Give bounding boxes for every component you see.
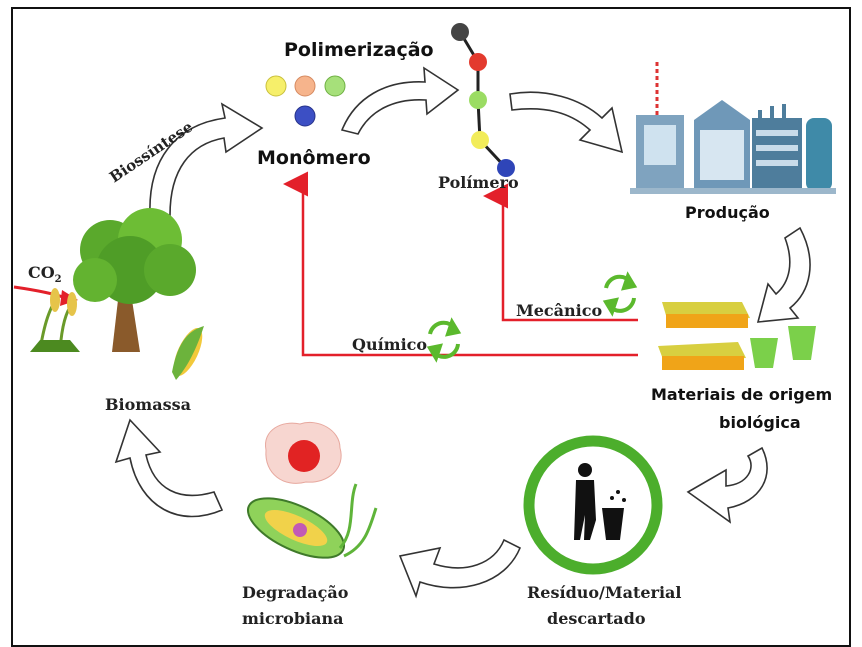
cycle-arrow-degradation-to-biomass [114,418,224,518]
corn-icon [172,326,204,380]
tray-top-icon [662,302,750,328]
chemical-recycling-arrow [283,171,638,357]
cycle-arrow-monomer-to-polymer [340,66,460,135]
factory-icon [630,62,836,194]
label-producao: Produção [685,203,770,222]
cycle-arrow-waste-to-degradation [398,538,522,599]
label-materiais-line1: Materiais de origem [651,385,832,404]
label-degradacao-line1: Degradação [242,583,349,602]
label-monomero: Monômero [257,147,371,169]
label-quimico: Químico [352,335,427,354]
label-degradacao-line2: microbiana [242,609,343,628]
cycle-arrow-polymer-to-production [509,91,624,154]
bacterium-icon [246,483,378,559]
wheat-icon [30,288,80,352]
polymer-chain [451,23,515,177]
recycle-icon-chemical [426,317,462,363]
tray-bottom-icon [658,342,746,370]
label-polimerizacao: Polimerização [284,39,434,61]
label-mecanico: Mecânico [516,301,602,320]
cup-icons [750,326,816,368]
label-residuo-line1: Resíduo/Material [527,583,682,602]
microbe-cell-icon [265,422,342,484]
bioplastic-cycle-diagram: Polimerização Monômero Polímero Produção… [13,23,836,628]
label-co2: CO2 [28,263,62,285]
trash-bin-icon [523,435,663,575]
label-residuo-line2: descartado [547,609,646,628]
cycle-arrow-production-to-materials [756,226,811,323]
label-biomassa: Biomassa [105,395,191,414]
monomer-balls [265,75,346,127]
label-polimero: Polímero [438,173,519,192]
cycle-arrow-materials-to-waste [686,446,768,524]
label-materiais-line2: biológica [719,413,801,432]
mechanical-recycling-arrow [483,183,638,322]
recycle-icon-mechanical [602,271,638,317]
tree-icon [73,208,196,352]
cycle-arrow-biomass-to-monomer [149,102,264,216]
